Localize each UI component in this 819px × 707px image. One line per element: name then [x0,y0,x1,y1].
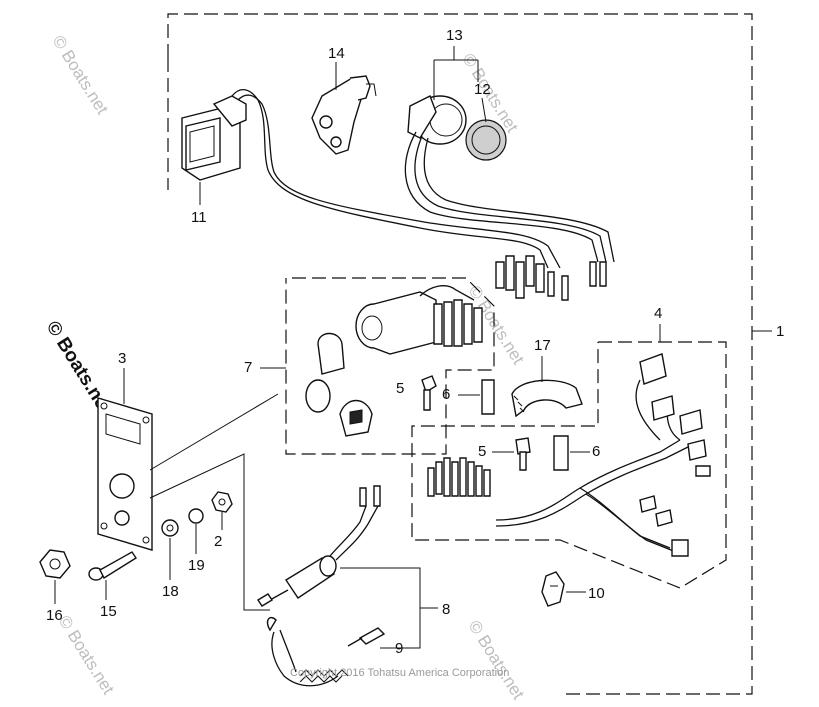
callout-5a: 5 [396,380,404,397]
callout-7: 7 [244,359,252,376]
part-7-group [285,277,495,455]
part-17-clip [511,379,583,418]
callout-6a: 6 [442,386,450,403]
callout-13: 13 [446,27,463,44]
part-4-harness [411,341,727,589]
callout-11: 11 [191,209,207,226]
part-6-sleeve-lower [553,435,569,471]
part-6-sleeve-upper [481,379,495,415]
callout-14: 14 [328,45,345,62]
callout-5b: 5 [478,443,486,460]
callout-9: 9 [395,640,403,657]
callout-10: 10 [588,585,605,602]
part-2-nut [211,491,233,513]
part-10-clip [541,571,565,607]
top-connectors [495,255,607,301]
part-9-lanyard [266,616,386,687]
part-14-bracket [311,75,377,155]
part-19-lockwasher [188,508,204,524]
callout-4: 4 [654,305,662,322]
part-11-switch [181,89,561,269]
part-5-bolt-upper [421,375,437,411]
part-16-nut [39,549,71,579]
callout-1: 1 [776,323,784,340]
part-15-bolt [88,551,137,581]
callout-19: 19 [188,557,205,574]
part-3-panel [97,397,153,551]
part-8-stop-switch [257,485,381,607]
callout-16: 16 [46,607,63,624]
copyright-text: Copyright 2016 Tohatsu America Corporati… [290,667,509,679]
part-18-washer [161,519,179,537]
callout-15: 15 [100,603,117,620]
watermark-5: © Boats.net [55,612,118,698]
callout-2: 2 [214,533,222,550]
callout-3: 3 [118,350,126,367]
assembly-frame [167,13,753,695]
part-5-bolt-lower [515,437,531,471]
callout-17: 17 [534,337,551,354]
watermark-1: © Boats.net [49,32,112,118]
part-12-cap [465,119,507,161]
callout-8: 8 [442,601,450,618]
callout-6b: 6 [592,443,600,460]
watermark-4: © Boats.net [465,617,528,703]
callout-18: 18 [162,583,179,600]
callout-12: 12 [474,81,491,98]
part-13-buzzer [404,95,615,263]
